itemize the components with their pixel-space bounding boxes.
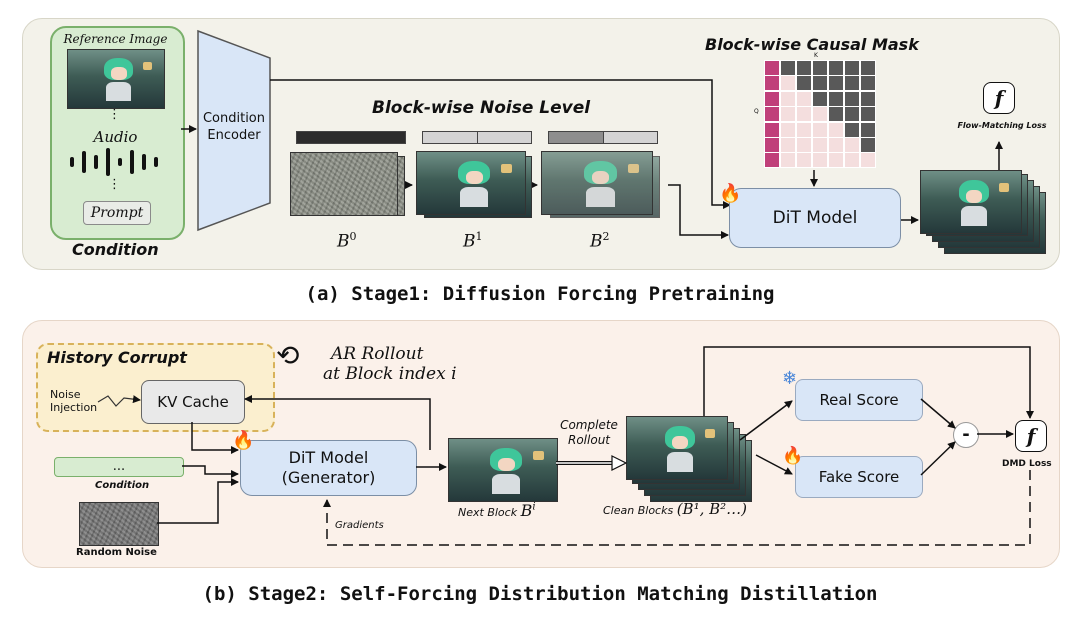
block-label-0: B0	[337, 230, 357, 252]
block-label-2-letter: B	[590, 231, 603, 252]
clean-blocks-label: Clean Blocks (B¹, B²…)	[603, 500, 747, 518]
block2-frame-front	[541, 151, 653, 215]
output-frame-front	[920, 170, 1022, 234]
next-block-image	[448, 438, 558, 502]
clean-blocks-text: Clean Blocks	[603, 504, 674, 517]
dmd-loss-label: DMD Loss	[1002, 459, 1052, 469]
clean-block-front	[626, 416, 728, 480]
mask-cell	[844, 152, 860, 169]
encoder-label-line1: Condition	[202, 111, 266, 126]
mask-cell	[780, 152, 796, 169]
block-label-1: B1	[463, 230, 483, 252]
block-label-1-letter: B	[463, 231, 476, 252]
real-score-label: Real Score	[819, 391, 899, 409]
complete-rollout-line2: Rollout	[568, 433, 610, 447]
condition-input-label: Condition	[95, 480, 150, 491]
noise-level-title: Block-wise Noise Level	[372, 98, 591, 118]
reference-image-label: Reference Image	[63, 32, 168, 46]
dots-2: ⋮	[108, 177, 121, 192]
dit-model-label: DiT Model	[772, 208, 858, 228]
real-score-box: Real Score	[795, 379, 923, 421]
noise-level-bar-1	[422, 131, 532, 144]
ar-rollout-label: AR Rollout at Block index i	[323, 344, 457, 384]
random-noise-image	[79, 502, 159, 546]
clean-blocks-math: (B¹, B²…)	[676, 500, 748, 518]
mask-k-label: K	[814, 52, 818, 59]
random-noise-label: Random Noise	[76, 547, 157, 558]
kv-cache-box: KV Cache	[141, 380, 245, 424]
audio-label: Audio	[93, 128, 138, 146]
causal-mask-grid	[764, 60, 876, 169]
stage1-caption: (a) Stage1: Diffusion Forcing Pretrainin…	[305, 283, 775, 305]
noise-injection-line1: Noise	[50, 388, 81, 401]
minus-node: -	[953, 422, 979, 448]
block-label-1-sup: 1	[475, 230, 483, 243]
noise-level-bar-2	[548, 131, 658, 144]
complete-rollout-line1: Complete	[560, 418, 618, 432]
audio-waveform-icon	[70, 148, 166, 176]
flow-loss-symbol: f	[994, 86, 1004, 110]
snowflake-icon: ❄	[782, 368, 798, 389]
mask-cell	[860, 152, 876, 169]
next-block-text: Next Block	[458, 506, 518, 519]
encoder-label-line2: Encoder	[207, 128, 261, 143]
fake-score-box: Fake Score	[795, 456, 923, 498]
dmd-loss-symbol: f	[1026, 424, 1036, 448]
history-corrupt-title: History Corrupt	[47, 348, 187, 367]
ar-rollout-line2: at Block index i	[323, 364, 457, 384]
fire-icon: 🔥	[782, 446, 804, 466]
ar-rollout-icon: ⟲	[276, 339, 300, 372]
flow-matching-loss-label: Flow-Matching Loss	[957, 121, 1047, 130]
noise-level-bar-0	[296, 131, 406, 144]
ar-rollout-line1: AR Rollout	[331, 344, 424, 364]
block-label-0-letter: B	[337, 231, 350, 252]
noise-injection-line2: Injection	[50, 401, 98, 414]
fake-score-label: Fake Score	[818, 468, 900, 486]
next-block-math: Bi	[520, 501, 536, 520]
block1-frame-front	[416, 151, 526, 215]
kv-cache-label: KV Cache	[157, 393, 229, 411]
dots-1: ⋮	[108, 107, 121, 122]
mask-cell	[812, 152, 828, 169]
condition-input-box: ...	[54, 457, 184, 477]
fire-icon: 🔥	[232, 430, 255, 451]
next-block-label: Next Block Bi	[458, 501, 536, 520]
reference-image	[67, 49, 165, 109]
block-label-2-sup: 2	[602, 230, 610, 243]
causal-mask-title: Block-wise Causal Mask	[705, 35, 919, 54]
block-label-2: B2	[590, 230, 610, 252]
dit-generator-line1: DiT Model	[288, 448, 369, 467]
complete-rollout-label: Complete Rollout	[555, 418, 623, 448]
stage2-caption: (b) Stage2: Self-Forcing Distribution Ma…	[202, 583, 878, 605]
dmd-loss-icon: f	[1015, 420, 1047, 452]
gradients-label: Gradients	[335, 520, 384, 531]
mask-cell	[764, 152, 780, 169]
condition-title: Condition	[72, 240, 159, 259]
prompt-box: Prompt	[83, 201, 151, 225]
dit-generator-line2: (Generator)	[281, 468, 376, 487]
fire-icon: 🔥	[719, 183, 742, 204]
flow-matching-loss-icon: f	[983, 82, 1015, 114]
minus-symbol: -	[962, 424, 970, 445]
condition-dots: ...	[112, 459, 126, 474]
mask-cell	[796, 152, 812, 169]
prompt-label: Prompt	[90, 205, 144, 221]
dit-generator-box: DiT Model (Generator)	[240, 440, 417, 496]
noise-injection-label: Noise Injection	[50, 388, 97, 414]
condition-encoder-label: Condition Encoder	[198, 110, 270, 144]
mask-cell	[828, 152, 844, 169]
condition-encoder-shape	[197, 29, 271, 232]
block-label-0-sup: 0	[349, 230, 357, 243]
mask-q-label: Q	[754, 108, 759, 115]
dit-model-box: DiT Model	[729, 188, 901, 248]
noisy-frame-front	[290, 152, 398, 216]
